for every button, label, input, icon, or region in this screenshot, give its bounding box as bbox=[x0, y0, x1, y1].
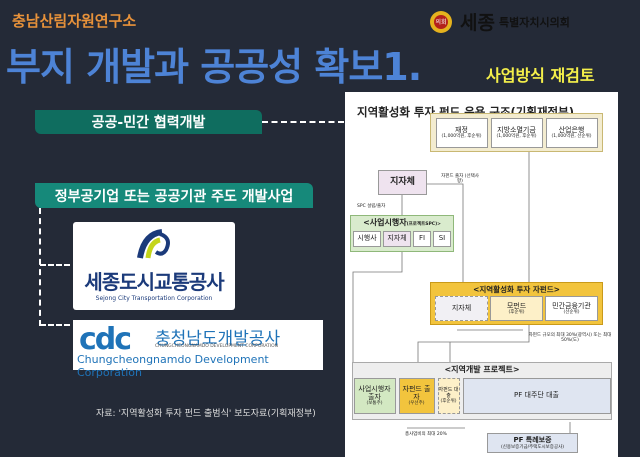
council-name-big: 세종 bbox=[460, 12, 495, 34]
public-enterprise-label: 정부공기업 또는 공공기관 주도 개발사업 bbox=[35, 183, 313, 208]
funder-box: 지방소멸기금(1,000억원, 후순위) bbox=[490, 117, 543, 148]
logo-name-en-caps: CHUNGCHEONGNAMDO DEVELOPMENT CORPORATION bbox=[155, 344, 279, 349]
project-item-note: (우선주) bbox=[408, 401, 425, 407]
local-government-box: 지자체 bbox=[378, 170, 427, 195]
pf-guarantee-box: PF 특례보증(신용보증기금/주택도시보증공사) bbox=[487, 433, 578, 453]
funder-box: 재정(1,000억원, 후순위) bbox=[435, 117, 488, 148]
logo-name-en: Sejong City Transportation Corporation bbox=[95, 295, 213, 302]
subfund-item: 지자체 bbox=[435, 296, 488, 321]
project-item-note: (후순위) bbox=[440, 398, 457, 404]
council-emblem-icon: 의회 bbox=[430, 10, 452, 33]
logo-name-en: Chungcheongnamdo Development Corporation bbox=[77, 353, 269, 379]
project-item: 자펀드 대출(후순위) bbox=[437, 377, 460, 414]
subfund-title: <지역활성화 투자 자펀드> bbox=[473, 285, 560, 294]
operator-title: <사업시행자 bbox=[363, 218, 407, 227]
public-private-label: 공공-민간 협력개발 bbox=[35, 110, 262, 134]
project-title: <지역개발 프로젝트> bbox=[444, 365, 520, 374]
diagram-connectors bbox=[352, 152, 571, 433]
dashed-connector bbox=[39, 208, 41, 326]
emblem-text: 의회 bbox=[434, 14, 448, 29]
project-group: <지역개발 프로젝트> 사업시행자 출자(보통주) 자펀드 출자(우선주) 자펀… bbox=[352, 362, 612, 420]
dashed-connector bbox=[40, 264, 70, 266]
guarantee-note: (신용보증기금/주택도시보증공사) bbox=[501, 444, 564, 450]
funder-label: 지방소멸기금 bbox=[497, 125, 536, 134]
guarantee-label: PF 특례보증 bbox=[513, 436, 552, 445]
funder-note: (1,000억원, 후순위) bbox=[496, 134, 537, 139]
operator-item: 시행사 bbox=[353, 230, 381, 247]
page-subtitle: 사업방식 재검토 bbox=[486, 66, 595, 85]
operator-title-small: (프로젝트SPC)> bbox=[406, 222, 441, 227]
operator-item: SI bbox=[433, 230, 451, 247]
project-item-note: (보통주) bbox=[366, 401, 383, 407]
operator-item: FI bbox=[413, 230, 431, 247]
subfund-item: 모펀드(후순위) bbox=[490, 296, 543, 321]
funder-note: (1,000억원, 선순위) bbox=[551, 134, 592, 139]
logo-name-ko: 세종도시교통공사 bbox=[84, 270, 224, 294]
spc-note: SPC 설립/출자 bbox=[357, 204, 386, 209]
subfund-group: <지역활성화 투자 자펀드> 지자체 모펀드(후순위) 민간금융기관(선순위) bbox=[430, 282, 603, 325]
subfund-item: 민간금융기관(선순위) bbox=[545, 296, 598, 321]
dashed-connector bbox=[40, 324, 70, 326]
funder-label: 산업은행 bbox=[558, 125, 585, 134]
organization-name: 충남산림자원연구소 bbox=[12, 12, 137, 30]
council-name-small: 특별자치시의회 bbox=[498, 15, 570, 29]
top-funders-group: 재정(1,000억원, 후순위) 지방소멸기금(1,000억원, 후순위) 산업… bbox=[430, 113, 603, 152]
council-logo: 의회 세종 특별자치시의회 bbox=[430, 8, 570, 35]
subfund-item-note: (선순위) bbox=[563, 310, 580, 315]
funder-note: (1,000억원, 후순위) bbox=[441, 134, 482, 139]
fund-structure-diagram: 지역활성화 투자 펀드 운용 구조(기획재정부) 재정(1,000억원, 후순위… bbox=[345, 92, 618, 457]
project-item: 자펀드 출자(우선주) bbox=[398, 377, 435, 414]
subfund-invest-note: 자펀드 출자 (선택사항) bbox=[441, 174, 479, 185]
subfund-limit-note: 자펀드 규모의 최대 30%(광역시) 또는 최대 50%(도) bbox=[528, 333, 612, 344]
funder-box: 산업은행(1,000억원, 선순위) bbox=[545, 117, 598, 148]
sejong-transport-mark-icon bbox=[137, 229, 170, 259]
project-item-label: 사업시행자 출자 bbox=[358, 384, 391, 401]
project-item: 사업시행자 출자(보통주) bbox=[353, 377, 396, 414]
logo-name-ko: 충청남도개발공사 bbox=[155, 329, 281, 349]
total-cost-note: 총사업비의 최대 20% bbox=[405, 432, 447, 437]
chungnam-development-logo: cdc 충청남도개발공사 CHUNGCHEONGNAMDO DEVELOPMEN… bbox=[73, 320, 323, 379]
subfund-item-label: 지자체 bbox=[451, 304, 472, 313]
operator-group: <사업시행자(프로젝트SPC)> 시행사 지자체 FI SI bbox=[350, 215, 454, 252]
subfund-item-label: 민간금융기관 bbox=[552, 301, 591, 310]
operator-item: 지자체 bbox=[383, 230, 411, 247]
project-item-label: PF 대주단 대출 bbox=[514, 391, 559, 400]
sejong-transport-logo: 세종도시교통공사 Sejong City Transportation Corp… bbox=[73, 222, 235, 310]
page-title: 부지 개발과 공공성 확보1. bbox=[6, 45, 422, 89]
subfund-item-label: 모펀드 bbox=[506, 301, 527, 310]
project-item-label: 자펀드 출자 bbox=[402, 384, 431, 401]
project-item: PF 대주단 대출 bbox=[462, 377, 611, 414]
cdc-mark: cdc bbox=[79, 322, 132, 357]
source-caption: 자료: '지역활성화 투자 펀드 출범식' 보도자료(기획재정부) bbox=[96, 409, 316, 419]
dashed-connector bbox=[262, 121, 344, 123]
funder-label: 재정 bbox=[455, 125, 468, 134]
project-item-label: 자펀드 대출 bbox=[438, 386, 459, 399]
subfund-item-note: (후순위) bbox=[508, 310, 525, 315]
